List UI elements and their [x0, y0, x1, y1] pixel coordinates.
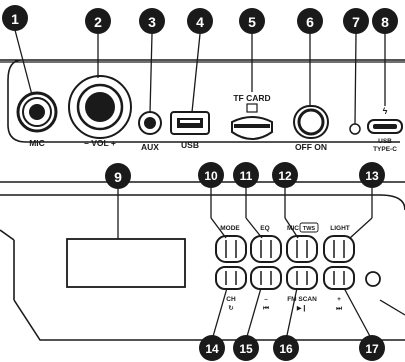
power-switch[interactable] [293, 105, 329, 139]
svg-text:8: 8 [381, 14, 389, 30]
light-label: LIGHT [330, 225, 350, 232]
mic-tws-label-suffix: TWS [303, 226, 316, 232]
usb-type-c-label-line2: TYPE-C [373, 146, 397, 153]
light-button[interactable] [323, 235, 355, 263]
callout-10: 10 [198, 162, 224, 188]
tf-card-slot[interactable] [231, 116, 273, 140]
svg-text:1: 1 [11, 11, 19, 27]
svg-text:16: 16 [279, 342, 293, 356]
svg-text:11: 11 [240, 169, 253, 183]
off-on-label: OFF ON [295, 142, 327, 152]
aux-jack[interactable] [138, 111, 162, 135]
eq-button[interactable] [250, 235, 282, 263]
callout-4: 4 [187, 8, 213, 34]
play-pause-icon: ▶❙ [297, 305, 307, 312]
usb-port[interactable] [170, 111, 210, 135]
svg-text:6: 6 [306, 14, 314, 30]
control-panel-right-diag [379, 299, 405, 316]
prev-button[interactable] [250, 266, 282, 290]
callout-15: 15 [233, 335, 259, 361]
fm-scan-label: FM SCAN [287, 296, 317, 303]
ch-label: CH [226, 296, 236, 303]
callout-7: 7 [343, 8, 369, 34]
svg-text:12: 12 [278, 169, 292, 183]
mic-tws-button[interactable] [286, 235, 318, 263]
svg-text:15: 15 [239, 342, 253, 356]
eq-label: EQ [260, 225, 269, 232]
mode-button[interactable] [215, 235, 247, 263]
svg-text:9: 9 [114, 169, 122, 185]
callout-2: 2 [85, 8, 111, 34]
tf-card-label: TF CARD [233, 93, 270, 103]
leader-lines [14, 29, 386, 341]
mic-label: MIC [29, 138, 45, 148]
svg-text:10: 10 [204, 169, 218, 183]
display-screen [66, 238, 186, 288]
callout-9: 9 [105, 163, 131, 189]
usb-label: USB [181, 140, 199, 150]
callout-1: 1 [2, 5, 28, 31]
ch-button[interactable] [215, 266, 247, 290]
usb-type-c-label-line1: USB [378, 138, 392, 145]
tf-card-icon [246, 103, 258, 113]
aux-label: AUX [141, 142, 159, 152]
top-panel-outline [0, 59, 405, 143]
callout-6: 6 [297, 8, 323, 34]
charge-lightning-icon: ϟ [383, 106, 388, 116]
prev-label: – [264, 296, 268, 303]
callout-3: 3 [139, 8, 165, 34]
ch-icon: ↻ [228, 305, 233, 312]
svg-text:5: 5 [248, 14, 256, 30]
callout-17: 17 [359, 335, 385, 361]
svg-text:2: 2 [94, 14, 102, 30]
svg-text:14: 14 [205, 342, 219, 356]
play-scan-button[interactable] [286, 266, 318, 290]
callout-13: 13 [359, 162, 385, 188]
led-indicator [349, 123, 361, 135]
mode-label: MODE [220, 225, 240, 232]
svg-text:4: 4 [196, 14, 204, 30]
callout-12: 12 [272, 162, 298, 188]
mic-jack[interactable] [16, 91, 58, 133]
callout-5: 5 [239, 8, 265, 34]
svg-text:13: 13 [365, 169, 379, 183]
prev-icon: ⏮ [263, 305, 269, 312]
tws-box [299, 222, 319, 233]
callout-8: 8 [372, 8, 398, 34]
callout-11: 11 [233, 162, 259, 188]
vol-label: – VOL + [84, 138, 116, 148]
svg-text:17: 17 [365, 342, 379, 356]
mic-tws-label-prefix: MIC [287, 225, 299, 232]
callout-14: 14 [199, 335, 225, 361]
svg-text:7: 7 [352, 14, 360, 30]
volume-knob[interactable] [68, 75, 132, 139]
next-label: + [337, 296, 341, 303]
svg-text:3: 3 [148, 14, 156, 30]
ir-receiver [365, 271, 381, 287]
next-icon: ⏭ [336, 305, 342, 312]
usb-type-c-port[interactable] [367, 119, 403, 134]
callout-16: 16 [273, 335, 299, 361]
next-button[interactable] [323, 266, 355, 290]
